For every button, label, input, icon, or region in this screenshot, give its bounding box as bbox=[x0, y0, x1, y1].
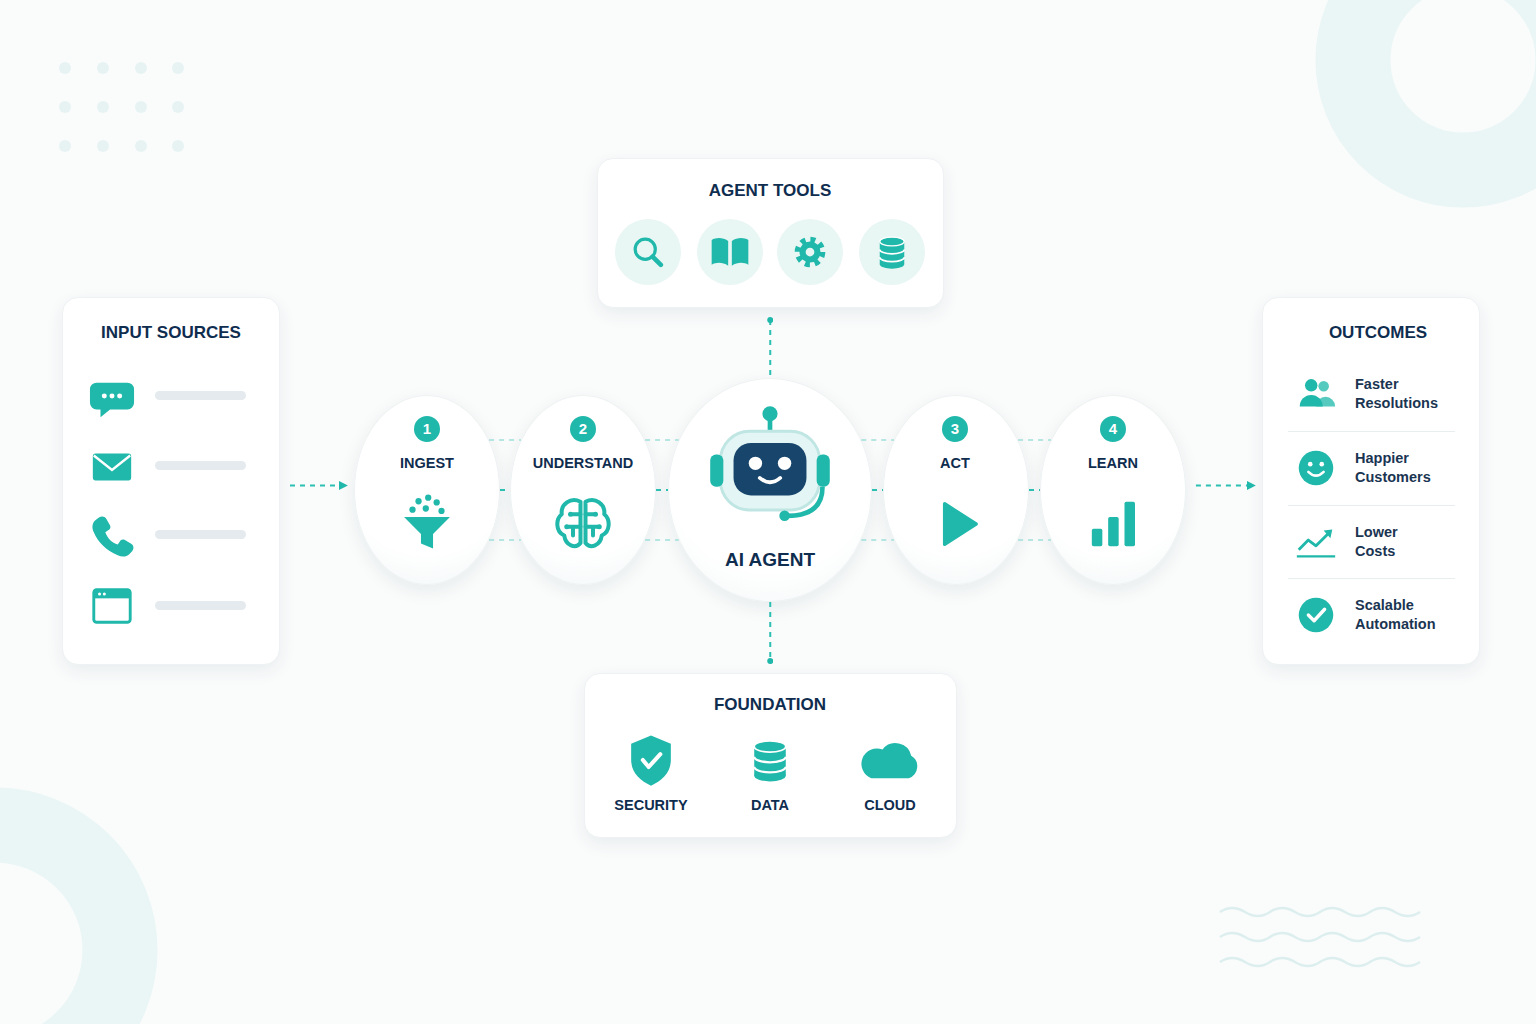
dashed-guide bbox=[489, 539, 521, 541]
step-label: UNDERSTAND bbox=[515, 454, 651, 473]
foundation-label: CLOUD bbox=[835, 796, 945, 815]
phone-icon bbox=[89, 512, 135, 558]
tools-panel: AGENT TOOLS bbox=[597, 158, 944, 308]
people-icon bbox=[1293, 370, 1339, 416]
outcome-text: Faster Resolutions bbox=[1355, 375, 1455, 413]
wave-lines bbox=[1220, 908, 1420, 966]
foundation-panel: FOUNDATION SECURITY DATA CLOUD bbox=[584, 673, 957, 838]
funnel-icon bbox=[398, 494, 456, 552]
dashed-guide bbox=[489, 439, 521, 441]
dashed-connector bbox=[500, 489, 510, 491]
cloud-icon bbox=[860, 732, 920, 792]
step-label: LEARN bbox=[1045, 454, 1181, 473]
dashed-connector bbox=[872, 489, 883, 491]
dashed-connector bbox=[656, 489, 668, 491]
dot-grid bbox=[59, 62, 184, 152]
step-circle: 4LEARN bbox=[1040, 395, 1186, 585]
outcomes-panel: OUTCOMES Faster ResolutionsHappier Custom… bbox=[1262, 297, 1480, 665]
dashed-guide bbox=[645, 539, 679, 541]
dashed-connector bbox=[290, 485, 346, 487]
gear-icon bbox=[789, 231, 831, 273]
smile-icon bbox=[1293, 445, 1339, 491]
panel-title: FOUNDATION bbox=[620, 694, 920, 716]
browser-icon bbox=[89, 583, 135, 629]
bars-icon bbox=[1086, 496, 1142, 552]
dashed-guide bbox=[861, 539, 894, 541]
dashed-guide bbox=[645, 439, 679, 441]
panel-title: AGENT TOOLS bbox=[620, 180, 920, 202]
toolbg-icon bbox=[615, 219, 681, 285]
placeholder-bar bbox=[155, 601, 246, 610]
step-circle: 1INGEST bbox=[354, 395, 500, 585]
corner-ring bbox=[1353, 0, 1536, 170]
search-icon bbox=[626, 230, 670, 274]
placeholder-bar bbox=[155, 461, 246, 470]
separator-line bbox=[1288, 431, 1455, 432]
toolbg-icon bbox=[697, 219, 763, 285]
outcome-text: Lower Costs bbox=[1355, 523, 1417, 561]
foundation-label: SECURITY bbox=[596, 796, 706, 815]
separator-line bbox=[1288, 505, 1455, 506]
check-icon bbox=[1293, 592, 1339, 638]
play-icon bbox=[930, 497, 984, 551]
db-icon bbox=[743, 733, 797, 787]
dashed-connector bbox=[769, 602, 771, 661]
corner-ring bbox=[0, 825, 120, 1024]
dashed-guide bbox=[861, 439, 894, 441]
input-panel: INPUT SOURCES bbox=[62, 297, 280, 665]
dashed-connector bbox=[1196, 485, 1254, 487]
foundation-label: DATA bbox=[715, 796, 825, 815]
outcome-text: Scalable Automation bbox=[1355, 596, 1465, 634]
step-circle: 3ACT bbox=[883, 395, 1029, 585]
step-number: 2 bbox=[570, 416, 596, 442]
shield-icon bbox=[623, 732, 679, 788]
placeholder-bar bbox=[155, 530, 246, 539]
book-icon bbox=[708, 230, 752, 274]
step-circle: 2UNDERSTAND bbox=[510, 395, 656, 585]
step-number: 1 bbox=[414, 416, 440, 442]
dashed-guide bbox=[1018, 539, 1051, 541]
step-label: INGEST bbox=[359, 454, 495, 473]
trend-icon bbox=[1293, 519, 1339, 565]
mail-icon bbox=[89, 444, 135, 490]
panel-title: INPUT SOURCES bbox=[71, 322, 271, 344]
panel-title: OUTCOMES bbox=[1278, 322, 1478, 344]
db-icon bbox=[871, 231, 913, 273]
separator-line bbox=[1288, 578, 1455, 579]
outcome-text: Happier Customers bbox=[1355, 449, 1455, 487]
robot-icon bbox=[700, 405, 840, 545]
step-number: 4 bbox=[1100, 416, 1126, 442]
dashed-connector bbox=[769, 320, 771, 378]
step-label: ACT bbox=[887, 454, 1023, 473]
chat-icon bbox=[89, 374, 135, 420]
placeholder-bar bbox=[155, 391, 246, 400]
dashed-guide bbox=[1018, 439, 1051, 441]
brain-icon bbox=[553, 493, 613, 553]
agent-label: AI AGENT bbox=[680, 548, 860, 573]
dashed-connector bbox=[1029, 489, 1040, 491]
step-number: 3 bbox=[942, 416, 968, 442]
agent-circle: AI AGENT bbox=[668, 378, 872, 602]
